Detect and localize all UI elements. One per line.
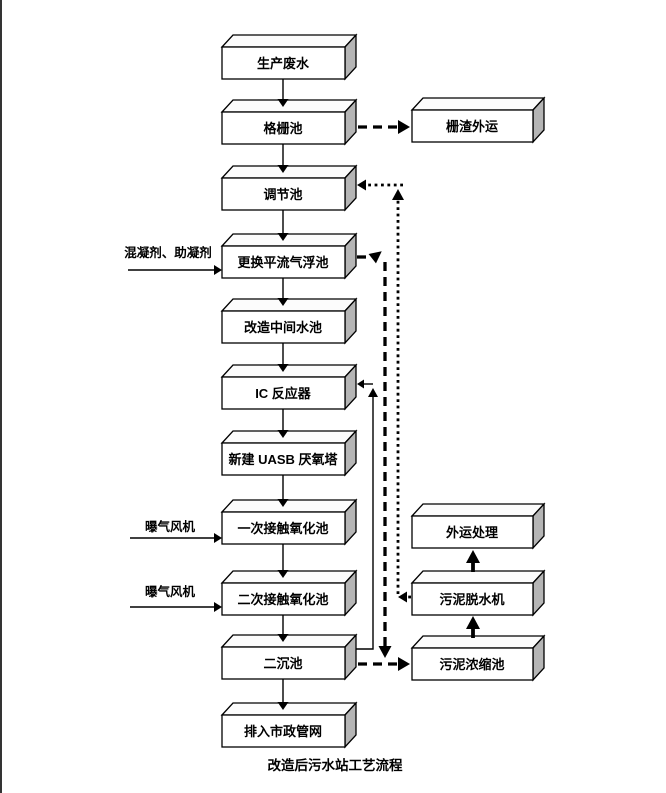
coagulant-label: 混凝剂、助凝剂 — [124, 245, 212, 260]
node-label: 格栅池 — [263, 121, 302, 136]
node-label: 改造中间水池 — [244, 320, 322, 335]
arrow-dewatering-to-regulation-dotted — [357, 179, 411, 603]
node-external-treatment: 外运处理 — [410, 502, 546, 550]
node-label: 排入市政管网 — [244, 724, 322, 739]
arrow-coagulant-input — [128, 265, 222, 275]
node-label: 污泥浓缩池 — [439, 657, 504, 672]
node-label: 调节池 — [263, 187, 302, 202]
aeration-fan-1-label: 曝气风机 — [145, 519, 196, 534]
arrow-dewatering-to-external — [466, 550, 480, 572]
arrow-sedimentation-to-ic-recycle — [356, 379, 378, 650]
node-ic-reactor: IC 反应器 — [220, 363, 358, 411]
node-sludge-dewatering: 污泥脱水机 — [410, 569, 546, 617]
arrow-thickening-to-dewatering — [466, 616, 480, 638]
arrow-aeration-fan-2 — [130, 602, 222, 612]
arrow-grid-to-residue-dashed — [358, 120, 410, 134]
node-regulation-pool: 调节池 — [220, 164, 358, 212]
arrow-main-flow — [277, 79, 289, 710]
node-label: 栅渣外运 — [446, 119, 498, 134]
node-municipal-pipe: 排入市政管网 — [220, 701, 358, 749]
node-contact-oxidation-2: 二次接触氧化池 — [220, 569, 358, 617]
node-label: 二沉池 — [263, 656, 302, 671]
node-uasb-tower: 新建 UASB 厌氧塔 — [220, 429, 358, 477]
node-production-wastewater: 生产废水 — [220, 33, 358, 81]
node-label: 外运处理 — [445, 525, 498, 540]
node-air-flotation-pool: 更换平流气浮池 — [220, 232, 358, 280]
arrow-aeration-fan-1 — [130, 533, 222, 543]
arrow-flotation-sludge-dashed — [357, 251, 392, 658]
node-label: 一次接触氧化池 — [237, 521, 328, 536]
aeration-fan-2-label: 曝气风机 — [145, 584, 196, 599]
node-label: 新建 UASB 厌氧塔 — [228, 452, 338, 467]
node-label: IC 反应器 — [255, 386, 312, 401]
node-grid-pool: 格栅池 — [220, 98, 358, 146]
node-secondary-sedimentation: 二沉池 — [220, 633, 358, 681]
node-label: 污泥脱水机 — [439, 592, 504, 607]
node-contact-oxidation-1: 一次接触氧化池 — [220, 498, 358, 546]
node-label: 更换平流气浮池 — [237, 255, 328, 270]
node-sludge-thickening: 污泥浓缩池 — [410, 634, 546, 682]
diagram-caption: 改造后污水站工艺流程 — [268, 757, 403, 773]
node-label: 生产废水 — [257, 56, 310, 71]
arrow-sedimentation-to-thickening-dashed — [358, 657, 410, 671]
node-grid-residue-transport: 栅渣外运 — [410, 96, 546, 144]
node-intermediate-pool: 改造中间水池 — [220, 297, 358, 345]
node-label: 二次接触氧化池 — [237, 592, 328, 607]
